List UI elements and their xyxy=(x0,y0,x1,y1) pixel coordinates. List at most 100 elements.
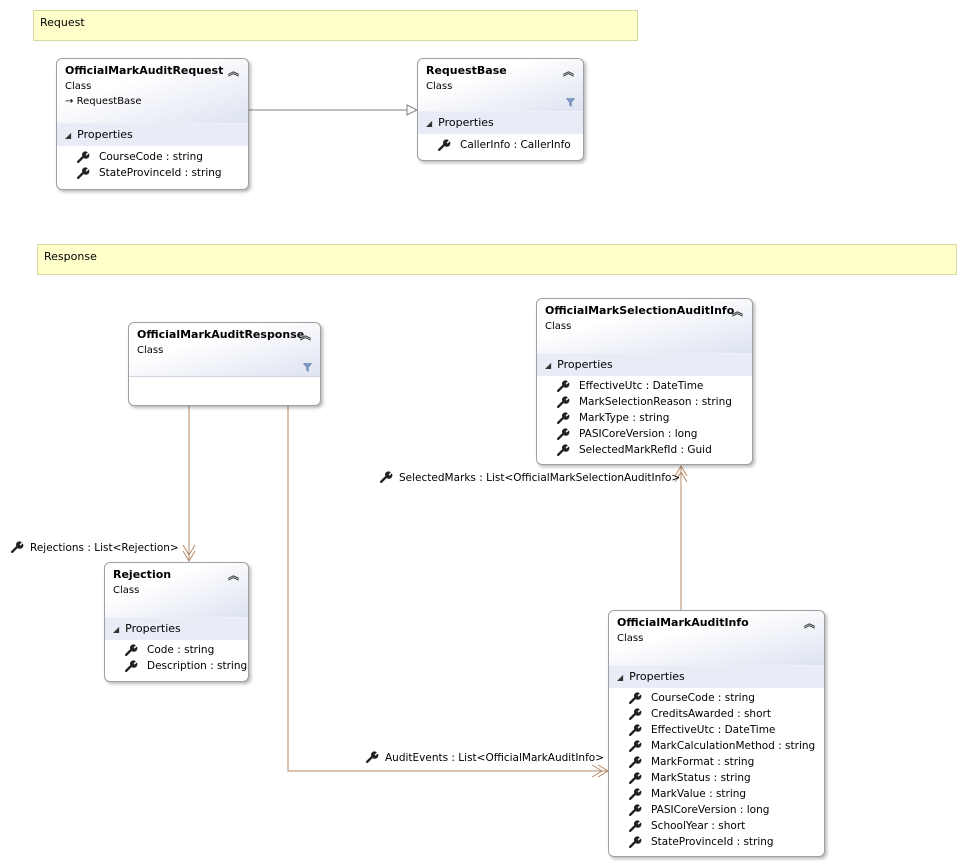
class-header: OfficialMarkAuditRequest Class → Request… xyxy=(57,59,248,123)
base-class: → RequestBase xyxy=(65,96,240,107)
request-comment[interactable]: Request xyxy=(33,10,638,41)
property-label: EffectiveUtc : DateTime xyxy=(651,724,776,736)
section-label: Properties xyxy=(629,670,685,683)
property-label: Description : string xyxy=(147,660,248,672)
class-official-mark-audit-response[interactable]: OfficialMarkAuditResponse Class ︽ xyxy=(128,322,321,406)
collapse-chevron-icon[interactable]: ︽ xyxy=(804,617,815,630)
association-label-text: SelectedMarks : List<OfficialMarkSelecti… xyxy=(399,472,681,484)
property-item[interactable]: SelectedMarkRefId : Guid xyxy=(537,442,752,458)
inherits-arrow-icon: → xyxy=(65,96,74,107)
wrench-icon xyxy=(366,751,379,763)
class-official-mark-audit-request[interactable]: OfficialMarkAuditRequest Class → Request… xyxy=(56,58,249,190)
class-kind: Class xyxy=(545,321,572,332)
class-name: OfficialMarkSelectionAuditInfo xyxy=(545,304,735,317)
property-item[interactable]: MarkValue : string xyxy=(609,786,824,802)
property-item[interactable]: Code : string xyxy=(105,642,248,658)
class-kind: Class xyxy=(113,585,140,596)
class-official-mark-selection-audit-info[interactable]: OfficialMarkSelectionAuditInfo Class ︽ ◢… xyxy=(536,298,753,465)
class-kind: Class xyxy=(426,81,453,92)
wrench-icon xyxy=(557,412,570,424)
wrench-icon xyxy=(557,444,570,456)
wrench-icon xyxy=(557,428,570,440)
property-label: MarkStatus : string xyxy=(651,772,751,784)
class-kind: Class xyxy=(137,345,164,356)
wrench-icon xyxy=(629,756,642,768)
collapse-chevron-icon[interactable]: ︽ xyxy=(228,65,239,78)
collapse-chevron-icon[interactable]: ︽ xyxy=(300,329,311,342)
class-name: OfficialMarkAuditRequest xyxy=(65,64,224,77)
property-item[interactable]: Description : string xyxy=(105,658,248,674)
property-item[interactable]: CallerInfo : CallerInfo xyxy=(418,137,583,153)
property-item[interactable]: MarkFormat : string xyxy=(609,754,824,770)
section-label: Properties xyxy=(557,358,613,371)
collapse-chevron-icon[interactable]: ︽ xyxy=(732,305,743,318)
class-name: RequestBase xyxy=(426,64,507,77)
rejections-association-label[interactable]: Rejections : List<Rejection> xyxy=(11,541,179,554)
class-header: OfficialMarkAuditInfo Class ︽ xyxy=(609,611,824,665)
class-request-base[interactable]: RequestBase Class ︽ ◢Properties CallerIn… xyxy=(417,58,584,161)
expand-triangle-icon: ◢ xyxy=(65,131,72,140)
property-label: EffectiveUtc : DateTime xyxy=(579,380,704,392)
property-label: PASICoreVersion : long xyxy=(651,804,770,816)
class-name: OfficialMarkAuditInfo xyxy=(617,616,749,629)
class-rejection[interactable]: Rejection Class ︽ ◢Properties Code : str… xyxy=(104,562,249,682)
properties-section-header[interactable]: ◢ Properties xyxy=(537,353,752,376)
properties-section-header[interactable]: ◢Properties xyxy=(609,665,824,688)
wrench-icon xyxy=(629,708,642,720)
property-item[interactable]: PASICoreVersion : long xyxy=(537,426,752,442)
property-item[interactable]: MarkSelectionReason : string xyxy=(537,394,752,410)
property-label: CourseCode : string xyxy=(99,151,203,163)
selected-marks-association-label[interactable]: SelectedMarks : List<OfficialMarkSelecti… xyxy=(380,471,680,484)
wrench-icon xyxy=(77,151,90,163)
class-header: RequestBase Class ︽ xyxy=(418,59,583,111)
section-label: Properties xyxy=(438,116,494,129)
properties-section-header[interactable]: ◢Properties xyxy=(105,617,248,640)
property-item[interactable]: MarkCalculationMethod : string xyxy=(609,738,824,754)
property-item[interactable]: StateProvinceId : string xyxy=(609,834,824,850)
wrench-icon xyxy=(629,804,642,816)
section-label: Properties xyxy=(125,622,181,635)
property-label: CallerInfo : CallerInfo xyxy=(460,139,571,151)
property-label: MarkSelectionReason : string xyxy=(579,396,732,408)
class-header: OfficialMarkSelectionAuditInfo Class ︽ xyxy=(537,299,752,353)
class-official-mark-audit-info[interactable]: OfficialMarkAuditInfo Class ︽ ◢Propertie… xyxy=(608,610,825,857)
wrench-icon xyxy=(125,644,138,656)
property-item[interactable]: CourseCode : string xyxy=(57,149,248,165)
property-item[interactable]: MarkStatus : string xyxy=(609,770,824,786)
association-label-text: AuditEvents : List<OfficialMarkAuditInfo… xyxy=(385,752,605,764)
property-label: MarkValue : string xyxy=(651,788,747,800)
association-label-text: Rejections : List<Rejection> xyxy=(30,542,179,554)
filter-icon[interactable] xyxy=(303,363,312,372)
property-item[interactable]: CourseCode : string xyxy=(609,690,824,706)
wrench-icon xyxy=(629,836,642,848)
property-item[interactable]: SchoolYear : short xyxy=(609,818,824,834)
property-label: StateProvinceId : string xyxy=(651,836,774,848)
property-label: MarkType : string xyxy=(579,412,670,424)
wrench-icon xyxy=(438,139,451,151)
filter-icon[interactable] xyxy=(566,98,575,107)
property-item[interactable]: EffectiveUtc : DateTime xyxy=(609,722,824,738)
wrench-icon xyxy=(380,471,393,483)
properties-section-header[interactable]: ◢Properties xyxy=(418,111,583,134)
wrench-icon xyxy=(557,396,570,408)
properties-section-header[interactable]: ◢Properties xyxy=(57,123,248,146)
expand-triangle-icon: ◢ xyxy=(545,361,552,370)
property-item[interactable]: CreditsAwarded : short xyxy=(609,706,824,722)
property-item[interactable]: EffectiveUtc : DateTime xyxy=(537,378,752,394)
audit-events-association-label[interactable]: AuditEvents : List<OfficialMarkAuditInfo… xyxy=(366,751,604,764)
collapse-chevron-icon[interactable]: ︽ xyxy=(228,569,239,582)
property-label: PASICoreVersion : long xyxy=(579,428,698,440)
wrench-icon xyxy=(629,692,642,704)
collapse-chevron-icon[interactable]: ︽ xyxy=(563,65,574,78)
property-item[interactable]: PASICoreVersion : long xyxy=(609,802,824,818)
property-item[interactable]: StateProvinceId : string xyxy=(57,165,248,181)
property-item[interactable]: MarkType : string xyxy=(537,410,752,426)
response-comment[interactable]: Response xyxy=(37,244,957,275)
response-comment-text: Response xyxy=(44,250,97,263)
wrench-icon xyxy=(629,740,642,752)
property-label: StateProvinceId : string xyxy=(99,167,222,179)
property-label: CourseCode : string xyxy=(651,692,755,704)
wrench-icon xyxy=(629,772,642,784)
request-comment-text: Request xyxy=(40,16,85,29)
